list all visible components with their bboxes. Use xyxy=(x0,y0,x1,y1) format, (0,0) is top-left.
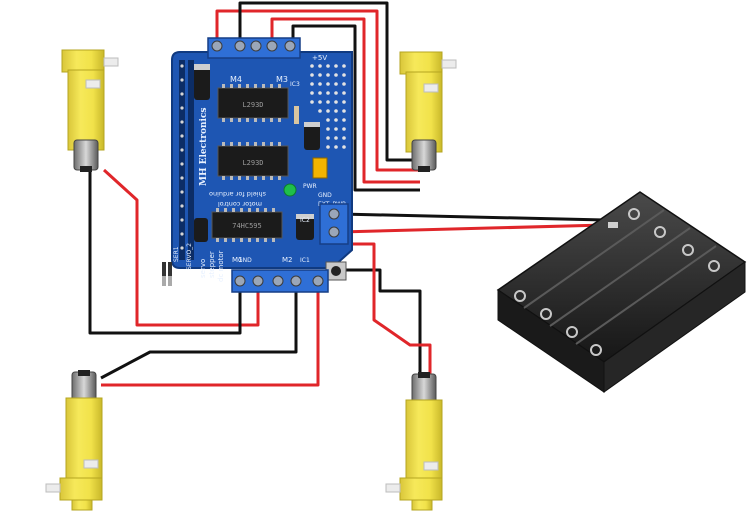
chip-label-3: 74HC595 xyxy=(232,222,262,230)
servo-word-label: servo xyxy=(199,259,207,278)
stepper-label: stepper xyxy=(208,251,216,278)
dc-motor-label: dc motor xyxy=(217,250,225,282)
ic-label-2: IC2 xyxy=(300,217,310,224)
motor-bottom-right xyxy=(385,372,443,511)
left-header-pins xyxy=(179,60,194,260)
resistor xyxy=(294,106,299,124)
motor-label-m4: M4 xyxy=(230,75,242,84)
chip-label-1: L293D xyxy=(242,101,263,109)
servo-pins xyxy=(162,262,172,286)
motor-control-label: motor control xyxy=(218,200,262,208)
ic-label-1: IC1 xyxy=(300,257,310,264)
chip-74hc595: 74HC595 xyxy=(211,208,283,242)
gnd-label-bottom: GND xyxy=(238,257,252,264)
servo-label-2: SERVO_2 xyxy=(186,243,193,270)
reset-button xyxy=(325,261,347,281)
bottom-terminal-block xyxy=(231,269,329,293)
wire-black-top-left-motor xyxy=(88,170,242,335)
left-header-dots xyxy=(180,64,184,250)
battery-contacts xyxy=(608,222,618,228)
wire-red-bottom-right-motor xyxy=(336,242,432,378)
chip-l293d-2: L293D xyxy=(217,142,289,180)
motor-label-m3: M3 xyxy=(276,75,288,84)
capacitor-top-left xyxy=(194,64,210,100)
battery-springs xyxy=(514,208,720,356)
capacitor-bottom-left xyxy=(194,218,208,242)
subtitle-label: shield for arduino xyxy=(209,190,266,198)
wire-red-battery xyxy=(339,223,606,234)
motor-shield: +5V M4 M3 xyxy=(162,37,353,293)
proto-pin-grid xyxy=(310,64,346,149)
capacitor-bottom-right xyxy=(296,214,314,240)
gnd-label-top: GND xyxy=(318,192,332,199)
power-led xyxy=(283,183,297,197)
wire-black-top-outer xyxy=(238,1,420,162)
wire-black-top-inner xyxy=(291,24,420,192)
servo-label-1: SER1 xyxy=(173,246,180,262)
wire-black-bottom-left-motor xyxy=(100,283,298,380)
wire-red-bottom-left-motor xyxy=(101,283,320,387)
pwr-label: PWR xyxy=(303,183,317,190)
wires xyxy=(88,1,606,387)
jumper xyxy=(312,157,328,179)
top-terminal-block xyxy=(207,37,301,59)
ext-power-terminal xyxy=(319,203,349,245)
wire-red-top-left-motor xyxy=(102,168,260,327)
motor-top-left xyxy=(61,49,119,172)
wire-black-battery xyxy=(339,212,606,222)
battery-holder xyxy=(496,191,747,393)
brand-label: MH Electronics xyxy=(199,108,209,187)
motor-top-right xyxy=(399,51,457,172)
header-5v-label: +5V xyxy=(312,54,327,62)
wire-red-top-inner xyxy=(270,17,420,184)
battery-cell-dividers xyxy=(523,209,717,345)
ic-label-3: IC3 xyxy=(290,81,300,88)
wire-red-top-outer xyxy=(215,9,420,172)
motor-bottom-left xyxy=(45,370,103,511)
chip-label-2: L293D xyxy=(242,159,263,167)
motor-label-m1: M1 xyxy=(232,256,243,264)
wire-black-bottom-right-motor xyxy=(330,268,422,378)
motor-label-m2: M2 xyxy=(282,256,293,264)
capacitor-right xyxy=(304,122,320,150)
chip-l293d-1: L293D xyxy=(217,84,289,122)
